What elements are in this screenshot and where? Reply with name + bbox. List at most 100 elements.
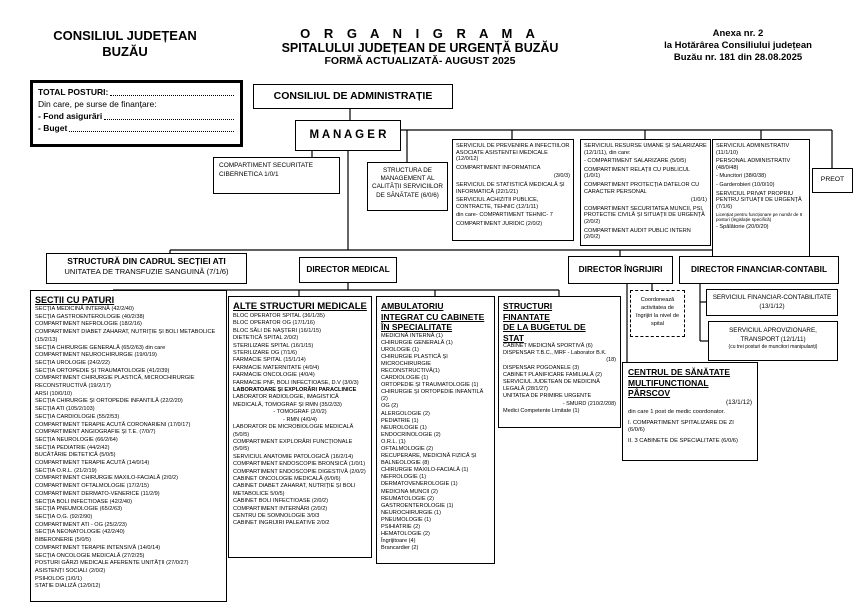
ambulatoriu-box: AMBULATORIU INTEGRAT CU CABINETE ÎN SPEC… [376, 296, 495, 564]
county-council-title: CONSILIUL JUDEȚEAN BUZĂU [35, 28, 215, 60]
total-posturi-title: TOTAL POSTURI: [38, 87, 109, 97]
service-line: - Garderobieri (10/0/10) [716, 181, 775, 188]
sectie-item: SECȚIA ORTOPEDIE ȘI TRAUMATOLOGIE (41/2/… [35, 367, 170, 374]
service-line: SERVICIUL DE STATISTICĂ MEDICALĂ ȘI INFO… [456, 181, 565, 195]
structura-item: STERILIZARE SPITAL (16/1/15) [233, 342, 314, 349]
total-posturi-subtitle: Din care, pe surse de finanțare: [38, 99, 157, 109]
structura-buget-item: SERVICIUL JUDETEAN DE MEDICINĂ LEGALĂ (2… [503, 379, 600, 393]
county-council-line2: BUZĂU [102, 44, 148, 59]
administration-council-box: CONSILIUL DE ADMINISTRAȚIE [253, 84, 453, 109]
sectii-cu-paturi-box: SECTII CU PATURI SECȚIA MEDICINĂ INTERNĂ… [30, 290, 227, 602]
service-line: COMPARTIMENT SECURITATEA MUNCII, PSI, PR… [584, 205, 705, 225]
cabinet-item: Brancardier (2) [381, 545, 419, 552]
sectie-item: SECȚIA CHIRURGIE ȘI ORTOPEDIE INFANTILĂ … [35, 398, 183, 405]
structura-item: LABORATOARE ȘI EXPLORĂRI PARACLINICE [233, 387, 357, 394]
sectie-item: PSIHOLOG (1/0/1) [35, 575, 82, 582]
sectie-item: COMPARTIMENT TERAPIE ACUTĂ (14/0/14) [35, 460, 150, 467]
structura-item: DIETETICĂ SPITAL 2/0/2) [233, 335, 299, 342]
structura-item: CABINET INGRIJIRI PALEATIVE 2/0/2 [233, 520, 330, 527]
cabinet-item: ENDOCRINOLOGIE (2) [381, 431, 441, 438]
cabinet-item: OFTALMOLOGIE (2) [381, 446, 434, 452]
sectie-item: COMPARTIMENT DERMATO-VENERICE (11/2/9) [35, 490, 160, 497]
centru-parscov-item2: II. 3 CABINETE DE SPECIALITATE (6/0/6) [628, 437, 738, 444]
cabinet-item: REUMATOLOGIE (2) [381, 495, 434, 502]
priest-box: PREOT [812, 168, 853, 193]
annex-reference: Anexa nr. 2 la Hotărârea Consiliului jud… [638, 28, 838, 64]
serviciul-financiar-box: SERVICIUL FINANCIAR-CONTABILITATE (13/1/… [706, 289, 838, 316]
director-ingrijiri-box: DIRECTOR ÎNGRIJIRI [568, 256, 673, 284]
manager-box: M A N A G E R [295, 120, 401, 151]
service-line: SERVICIUL RESURSE UMANE ȘI SALARIZARE (1… [584, 143, 707, 156]
centru-parscov-posts: (13/1/12) [725, 398, 752, 406]
sectie-item: STATIE DIALIZĂ (12/0/12) [35, 583, 101, 590]
serviciul-aprovizionare-note: (cu trei posturi de muncitori manipulanț… [728, 344, 818, 350]
structura-item: - RMN (4/0/4) [283, 416, 317, 423]
alte-structuri-title: ALTE STRUCTURI MEDICALE [233, 301, 367, 312]
structuri-finantate-box: STRUCTURI FINANTATE DE LA BUGETUL DE STA… [498, 296, 621, 428]
page-title-line2: SPITALULUI JUDEȚEAN DE URGENȚĂ BUZĂU [281, 41, 559, 55]
structuri-finantate-title-line3: DE LA BUGETUL DE [503, 322, 586, 332]
service-line: SERVICIUL ACHIZITII PUBLICE, CONTRACTE, … [456, 197, 539, 210]
county-council-line1: CONSILIUL JUDEȚEAN [53, 28, 197, 43]
sectie-item: COMPARTIMENT TERAPIE ACUTĂ CORONARIENI (… [35, 421, 191, 428]
sectie-item: SECȚIA PNEUMOLOGIE (65/2/63) [35, 506, 123, 513]
page-title-line3: FORMĂ ACTUALIZATĂ- AUGUST 2025 [324, 55, 516, 67]
service-line: Licențiat pentru funcționare pe număr de… [716, 212, 803, 223]
sectie-item: POSTURI GĂRZI MEDICALE AFERENTE UNITĂȚII… [35, 560, 189, 567]
cabinet-item: HEMATOLOGIE (2) [381, 531, 430, 538]
sectie-item: COMPARTIMENT CHIRURGIE PLASTICĂ, MICROCH… [35, 375, 195, 390]
sectie-item: SECȚIA CARDIOLOGIE (55/2/53) [35, 413, 120, 420]
cabinet-item: GASTROENTEROLOGIE (1) [381, 502, 454, 509]
centru-parscov-title-line1: CENTRUL DE SĂNĂTATE [628, 367, 730, 377]
cabinet-item: PEDIATRIE (1) [381, 417, 419, 424]
sectie-item: ASISTENȚI SOCIALI (2/0/2) [35, 567, 106, 574]
cabinet-item: CHIRURGIE MAXILO-FACIALĂ (1) [381, 467, 469, 474]
sectie-item: COMPARTIMENT ATI - OG (25/2/23) [35, 521, 127, 528]
structura-item: CENTRU DE SOMNOLOGIE 3/0/3 [233, 512, 320, 519]
centru-parscov-box: CENTRUL DE SĂNĂTATE MULTIFUNCTIONAL PÂRS… [622, 362, 758, 461]
structura-buget-item: DISPENSAR POGOANELE (3) [503, 364, 580, 371]
sectie-item: SECȚIA GASTROENTEROLOGIE (40/2/38) [35, 313, 145, 320]
coordoneaza-note-box: Coordonează activitatea de îngrijiri la … [630, 290, 685, 337]
ati-structure-line2: UNITATEA DE TRANSFUZIE SANGUINĂ (7/1/6) [64, 267, 229, 276]
sectie-item: SECȚIA ATI (105/2/103) [35, 406, 95, 413]
structura-buget-item: (18) [606, 357, 616, 364]
structura-item: BLOC SĂLI DE NAȘTERI (16/1/15) [233, 327, 321, 334]
cabinet-item: PSIHIATRIE (2) [381, 524, 421, 531]
service-line: PERSONAL ADMINISTRATIV (48/0/48) [716, 158, 791, 171]
service-line: COMPARTIMENT PROTECȚIA DATELOR CU CARACT… [584, 181, 700, 195]
service-line: din care- COMPARTIMENT TEHNIC- 7 [456, 212, 553, 219]
serviciul-aprovizionare-box: SERVICIUL APROVIZIONARE, TRANSPORT (12/1… [708, 321, 838, 361]
annex-line2: la Hotărârea Consiliului județean [664, 40, 812, 51]
serviciul-financiar-line2: (13/1/12) [759, 303, 785, 310]
centru-parscov-item1: I. COMPARTIMENT SPITALIZARE DE ZI (6/0/6… [628, 419, 734, 434]
alte-structuri-box: ALTE STRUCTURI MEDICALE BLOC OPERATOR SP… [228, 296, 372, 558]
structura-item: FARMACIE MATERNITATE (4/0/4) [233, 364, 320, 371]
cabinet-item: CHIRURGIE ȘI ORTOPEDIE INFANTILĂ (2) [381, 389, 484, 403]
sectii-cu-paturi-title: SECTII CU PATURI [35, 295, 115, 305]
cabinet-item: OG (2) [381, 403, 399, 410]
sectie-item: COMPARTIMENT ANGIOGRAFIE ȘI T.E. (7/0/7) [35, 429, 156, 436]
page-title: O R G A N I G R A M A SPITALULUI JUDEȚEA… [250, 26, 590, 67]
structura-item: STERILIZARE OG (7/1/6) [233, 350, 298, 357]
structuri-finantate-title-line2: FINANTATE [503, 311, 550, 322]
service-line: SERVICIUL DE PREVENIRE A INFECTIILOR ASO… [456, 143, 570, 163]
cabinet-item: ORTOPEDIE ȘI TRAUMATOLOGIE (1) [381, 382, 479, 389]
structuri-finantate-title-line4: STAT [503, 332, 524, 343]
total-posturi-item-buget: - Buget [38, 123, 68, 133]
sectie-item: SECȚIA BOLI INFECTIOASE (42/2/40) [35, 498, 132, 505]
structura-item: LABORATOR DE MICROBIOLOGIE MEDICALĂ (5/0… [233, 424, 354, 438]
cabinet-item: Îngrijitoare (4) [381, 538, 416, 545]
structuri-finantate-title-line1: STRUCTURI [503, 301, 553, 311]
total-posturi-box: TOTAL POSTURI: Din care, pe surse de fin… [30, 80, 243, 147]
quality-management-box: STRUCTURA DE MANAGEMENT AL CALITĂȚII SER… [367, 162, 448, 211]
sectie-item: SECȚIA NEUROLOGIE (66/2/64) [35, 436, 118, 443]
sectie-item: ARSI (10/0/10) [35, 390, 72, 397]
service-line: SERVICIUL PRIVAT PROPRIU PENTRU SITUAȚII… [716, 190, 802, 210]
total-posturi-item-fond: - Fond asigurări [38, 111, 103, 121]
service-line: SERVICIUL ADMINISTRATIV (11/1/10) [716, 143, 790, 156]
sectie-item: COMPARTIMENT OFTALMOLOGIE (17/2/15) [35, 483, 149, 490]
sectie-item: COMPARTIMENT TERAPIE INTENSIVĂ (14/0/14) [35, 544, 161, 551]
structura-item: COMPARTIMENT INTERNĂRI (2/0/2) [233, 505, 328, 512]
structura-item: CABINET BOLI INFECTIOASE (2/0/2) [233, 498, 329, 505]
